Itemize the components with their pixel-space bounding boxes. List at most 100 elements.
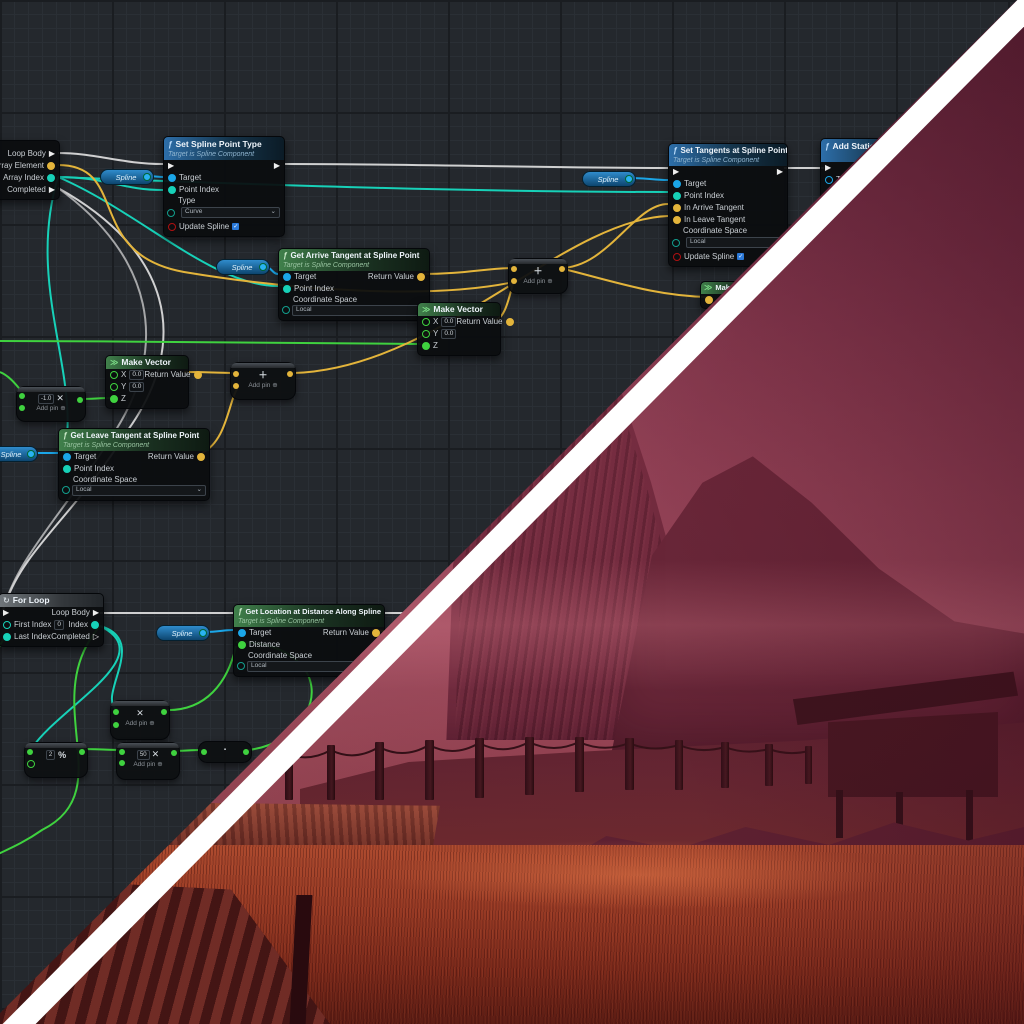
update-spline-pin[interactable] [673,252,681,261]
float-in-pin[interactable] [201,749,207,755]
spline-variable-pill[interactable]: Spline [216,259,270,275]
point-index-pin[interactable] [168,186,176,194]
target-pin[interactable] [673,180,681,188]
return-value-pin[interactable] [417,273,425,281]
float-out-pin[interactable] [79,749,85,755]
in-leave-tangent-pin[interactable] [673,216,681,224]
in-arrive-tangent-pin[interactable] [673,204,681,212]
object-out-pin[interactable] [199,629,207,637]
enum-pin[interactable] [237,662,245,671]
update-spline-checkbox[interactable]: ✓ [232,223,240,230]
exec-in-pin[interactable]: ▶ [825,163,832,172]
update-spline-pin[interactable] [168,222,176,231]
exec-in-pin[interactable]: ▶ [673,167,680,176]
exec-out-pin[interactable]: ▶ [48,149,55,158]
int-out-pin[interactable] [47,174,55,182]
vector-in-pin[interactable] [233,371,239,377]
float-in-pin[interactable] [119,749,125,755]
float-in-pin[interactable] [19,393,25,399]
float-out-pin[interactable] [171,750,177,756]
add-pin-icon[interactable]: ⊕ [547,278,553,285]
add-vector-node[interactable]: ＋ Add pin ⊕ [508,258,568,294]
y-pin[interactable] [422,330,430,338]
float-in-pin[interactable] [19,405,25,411]
spline-variable-pill[interactable]: Spline [0,446,38,462]
coordinate-space-dropdown[interactable]: Local⌄ [72,485,206,496]
multiply-node[interactable]: ✕ Add pin ⊕ [110,700,170,740]
y-pin[interactable] [110,383,118,391]
target-pin[interactable] [238,629,246,637]
add-pin-icon[interactable]: ⊕ [60,405,66,412]
object-out-pin[interactable] [27,450,35,458]
return-value-pin[interactable] [372,629,380,637]
float-in-pin[interactable] [113,709,119,715]
vector-out-pin[interactable] [559,266,565,272]
add-pin-icon[interactable]: ⊕ [272,382,278,389]
x-pin[interactable] [422,318,430,326]
add-pin-label[interactable]: Add pin [36,405,59,412]
point-index-pin[interactable] [283,285,291,293]
exec-in-pin[interactable]: ▶ [3,608,10,617]
coordinate-space-dropdown[interactable]: Local⌄ [686,237,783,248]
index-out-pin[interactable] [91,621,99,629]
vector-out-pin[interactable] [47,162,55,170]
vector-in-pin[interactable] [705,296,713,304]
type-dropdown[interactable]: Curve⌄ [181,207,280,218]
exec-out-pin[interactable]: ▶ [273,161,280,170]
spline-variable-pill[interactable]: Spline [156,625,210,641]
object-out-pin[interactable] [259,263,267,271]
float-in-pin[interactable] [113,722,119,728]
exec-in-pin[interactable]: ▶ [168,161,175,170]
last-index-pin[interactable] [3,633,11,641]
object-out-pin[interactable] [625,175,633,183]
add-pin-label[interactable]: Add pin [133,761,156,768]
add-pin-label[interactable]: Add pin [125,720,148,727]
spline-variable-pill[interactable]: Spline [582,171,636,187]
target-pin[interactable] [63,453,71,461]
return-value-pin[interactable] [197,453,205,461]
exec-out-pin[interactable]: ▶ [92,608,99,617]
multiplier-value[interactable]: -1.0 [38,393,55,404]
x-value[interactable]: 0.0 [129,369,145,381]
add-pin-icon[interactable]: ⊕ [149,720,155,727]
point-index-pin[interactable] [673,192,681,200]
float-out-pin[interactable] [243,749,249,755]
y-value[interactable]: 0.0 [129,381,145,393]
target-pin[interactable] [168,174,176,182]
first-index-value[interactable]: 0 [54,619,64,631]
small-math-node[interactable]: ▪ [198,741,252,763]
enum-pin[interactable] [167,208,175,217]
foreach-loop-node[interactable]: Loop Body▶ Array Element Array Index Com… [0,140,60,200]
multiply-by-50-node[interactable]: 50 ✕ Add pin ⊕ [116,742,180,780]
z-pin[interactable] [110,395,118,403]
distance-pin[interactable] [238,641,246,649]
add-vector-node[interactable]: ＋ Add pin ⊕ [230,362,296,400]
return-value-pin[interactable] [505,318,514,326]
coordinate-space-dropdown[interactable]: Local⌄ [292,305,426,316]
x-pin[interactable] [110,371,118,379]
vector-in-pin[interactable] [233,383,239,389]
object-out-pin[interactable] [143,173,151,181]
exec-out-pin[interactable]: ▷ [92,632,99,641]
float-in-pin[interactable] [27,749,33,755]
spline-variable-pill[interactable]: Spline [100,169,154,185]
vector-in-pin[interactable] [511,278,517,284]
exec-out-pin[interactable]: ▶ [48,185,55,194]
return-value-pin[interactable] [193,371,202,379]
float-out-pin[interactable] [77,397,83,403]
add-pin-label[interactable]: Add pin [248,382,271,389]
x-value[interactable]: 0.0 [441,316,457,328]
update-spline-checkbox[interactable]: ✓ [737,253,745,260]
enum-pin[interactable] [672,238,680,247]
add-pin-icon[interactable]: ⊕ [157,761,163,768]
modulo-value[interactable]: 2 [45,750,56,760]
vector-in-pin[interactable] [511,266,517,272]
enum-pin[interactable] [282,306,290,315]
add-pin-label[interactable]: Add pin [523,278,546,285]
